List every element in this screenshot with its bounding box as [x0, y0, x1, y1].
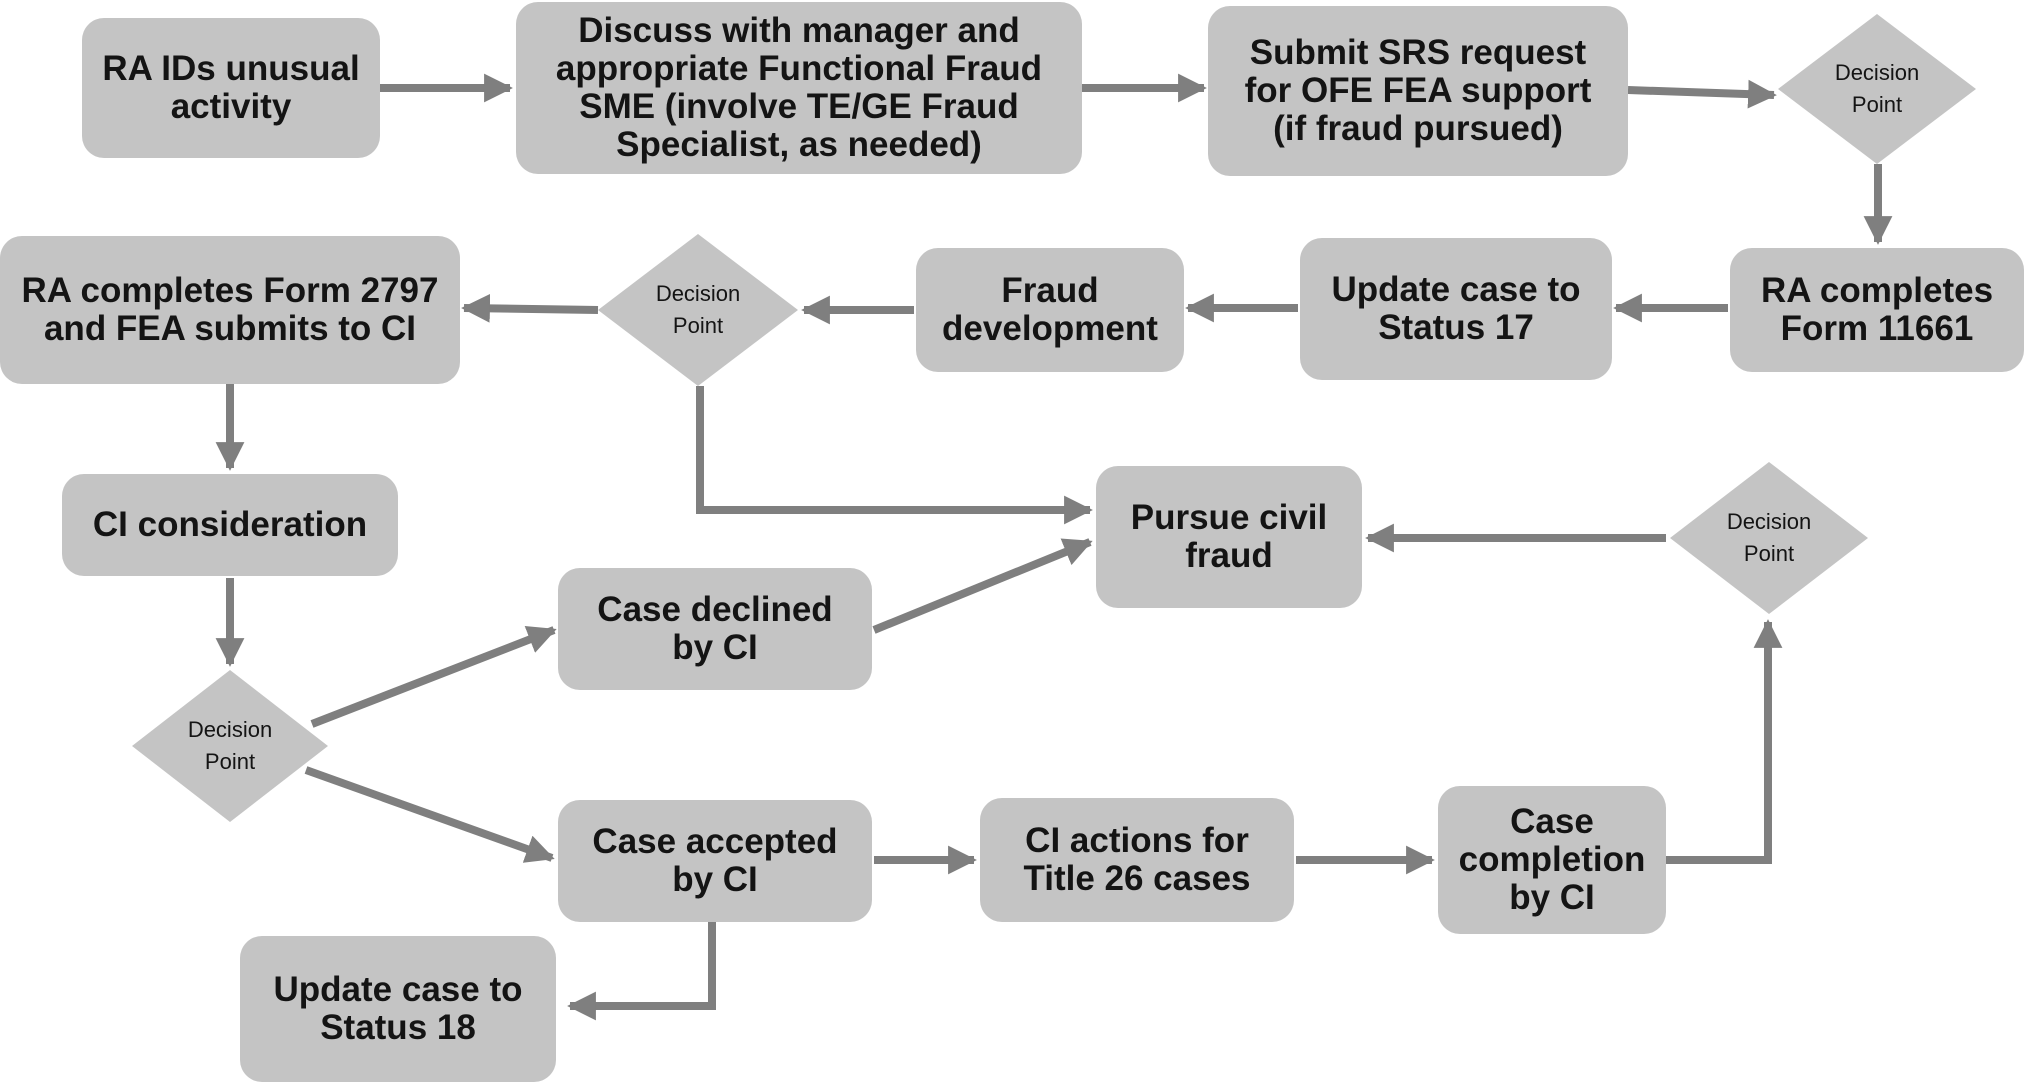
- box-label: CI consideration: [92, 505, 368, 545]
- box-label: RA completes Form 11661: [1760, 271, 1994, 348]
- decision-label: Decision Point: [187, 717, 273, 774]
- arrow-decision-3-to-case-declined: [310, 625, 557, 728]
- box-pursue-civil-fraud: Pursue civil fraud: [1096, 466, 1362, 608]
- box-ra-ids-unusual-activity: RA IDs unusual activity: [82, 18, 380, 158]
- arrow-case-accepted-to-status-18: [567, 922, 716, 1021]
- box-label: Fraud development: [942, 271, 1158, 348]
- box-discuss-with-manager: Discuss with manager and appropriate Fun…: [516, 2, 1082, 174]
- box-label: Update case to Status 17: [1331, 270, 1581, 347]
- box-label: Case completion by CI: [1458, 802, 1646, 917]
- diamond-shape: [1778, 14, 1976, 164]
- diamond-shape: [132, 670, 328, 822]
- box-case-declined-by-ci: Case declined by CI: [558, 568, 872, 690]
- box-label: Case declined by CI: [597, 590, 833, 667]
- box-ra-completes-form-2797: RA completes Form 2797 and FEA submits t…: [0, 236, 460, 384]
- box-case-accepted-by-ci: Case accepted by CI: [558, 800, 872, 922]
- arrow-submit-to-decision-1: [1627, 79, 1777, 109]
- decision-label: Decision Point: [1834, 60, 1920, 117]
- box-label: Pursue civil fraud: [1130, 498, 1328, 575]
- box-label: Update case to Status 18: [273, 970, 523, 1047]
- decision-point-1: Decision Point: [1778, 14, 1976, 164]
- decision-label: Decision Point: [1726, 509, 1812, 566]
- box-label: Case accepted by CI: [592, 822, 838, 899]
- arrow-decision-3-to-case-accepted: [304, 766, 555, 863]
- box-ci-actions-title-26: CI actions for Title 26 cases: [980, 798, 1294, 922]
- box-label: RA IDs unusual activity: [102, 49, 360, 126]
- diamond-shape: [598, 234, 798, 386]
- decision-point-3: Decision Point: [132, 670, 328, 822]
- arrow-completion-to-decision-4: [1666, 619, 1783, 864]
- box-label: CI actions for Title 26 cases: [1023, 821, 1251, 898]
- box-label: Discuss with manager and appropriate Fun…: [555, 11, 1043, 164]
- box-ci-consideration: CI consideration: [62, 474, 398, 576]
- box-fraud-development: Fraud development: [916, 248, 1184, 372]
- decision-label: Decision Point: [655, 281, 741, 338]
- box-submit-srs-request: Submit SRS request for OFE FEA support (…: [1208, 6, 1628, 176]
- box-update-status-17: Update case to Status 17: [1300, 238, 1612, 380]
- decision-point-4: Decision Point: [1670, 462, 1868, 614]
- box-ra-completes-form-11661: RA completes Form 11661: [1730, 248, 2024, 372]
- box-label: RA completes Form 2797 and FEA submits t…: [21, 271, 439, 348]
- arrow-decision-2-to-pursue-civil: [696, 386, 1093, 525]
- box-update-status-18: Update case to Status 18: [240, 936, 556, 1082]
- arrow-decision-2-to-form-2797: [461, 293, 599, 323]
- decision-point-2: Decision Point: [598, 234, 798, 386]
- box-label: Submit SRS request for OFE FEA support (…: [1244, 33, 1592, 148]
- arrow-case-declined-to-pursue-civil: [872, 538, 1093, 634]
- box-case-completion-by-ci: Case completion by CI: [1438, 786, 1666, 934]
- diamond-shape: [1670, 462, 1868, 614]
